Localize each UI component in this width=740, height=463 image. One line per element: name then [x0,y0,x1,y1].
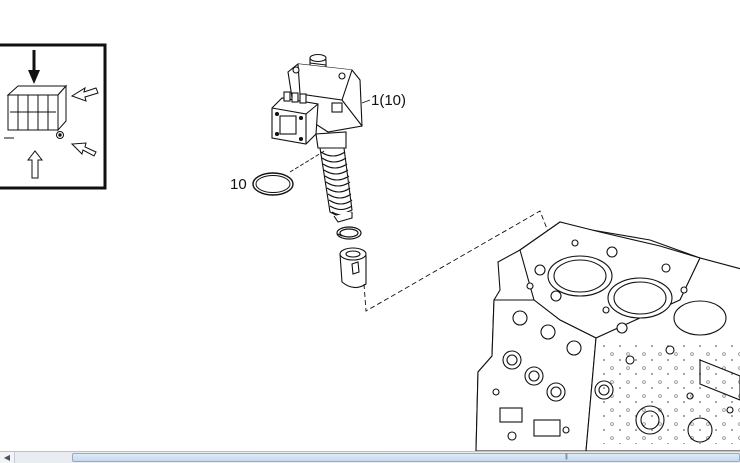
scroll-left-button[interactable]: ◀ [0,452,15,463]
exploded-parts-diagram: 1(10) 10 [0,43,740,451]
callout-label-injection-pump: 1(10) [371,92,406,109]
injection-pump [271,53,363,223]
leader-line [361,99,371,104]
diagram-viewer: 1(10) 10 [0,43,740,451]
plunger-spring [319,147,353,223]
callout-label-o-ring: 10 [230,176,247,193]
grip-icon: ||| [565,454,568,460]
horizontal-scrollbar[interactable]: ◀ ||| [0,451,740,463]
leader-line [289,149,327,173]
o-ring [252,172,294,196]
locator-inset [0,43,107,190]
tappet [339,247,367,289]
down-arrow-icon [28,50,40,84]
engine-block [475,221,740,451]
up-arrow-icon [26,150,44,179]
pump-bank-thumbnail [4,84,68,139]
left-arrow-icon: ◀ [3,453,11,462]
scroll-thumb[interactable]: ||| [72,453,740,462]
left-arrow-icon [70,86,99,102]
o-ring-inner [255,175,291,193]
left-arrow-icon [70,142,97,157]
snap-ring [336,226,362,240]
